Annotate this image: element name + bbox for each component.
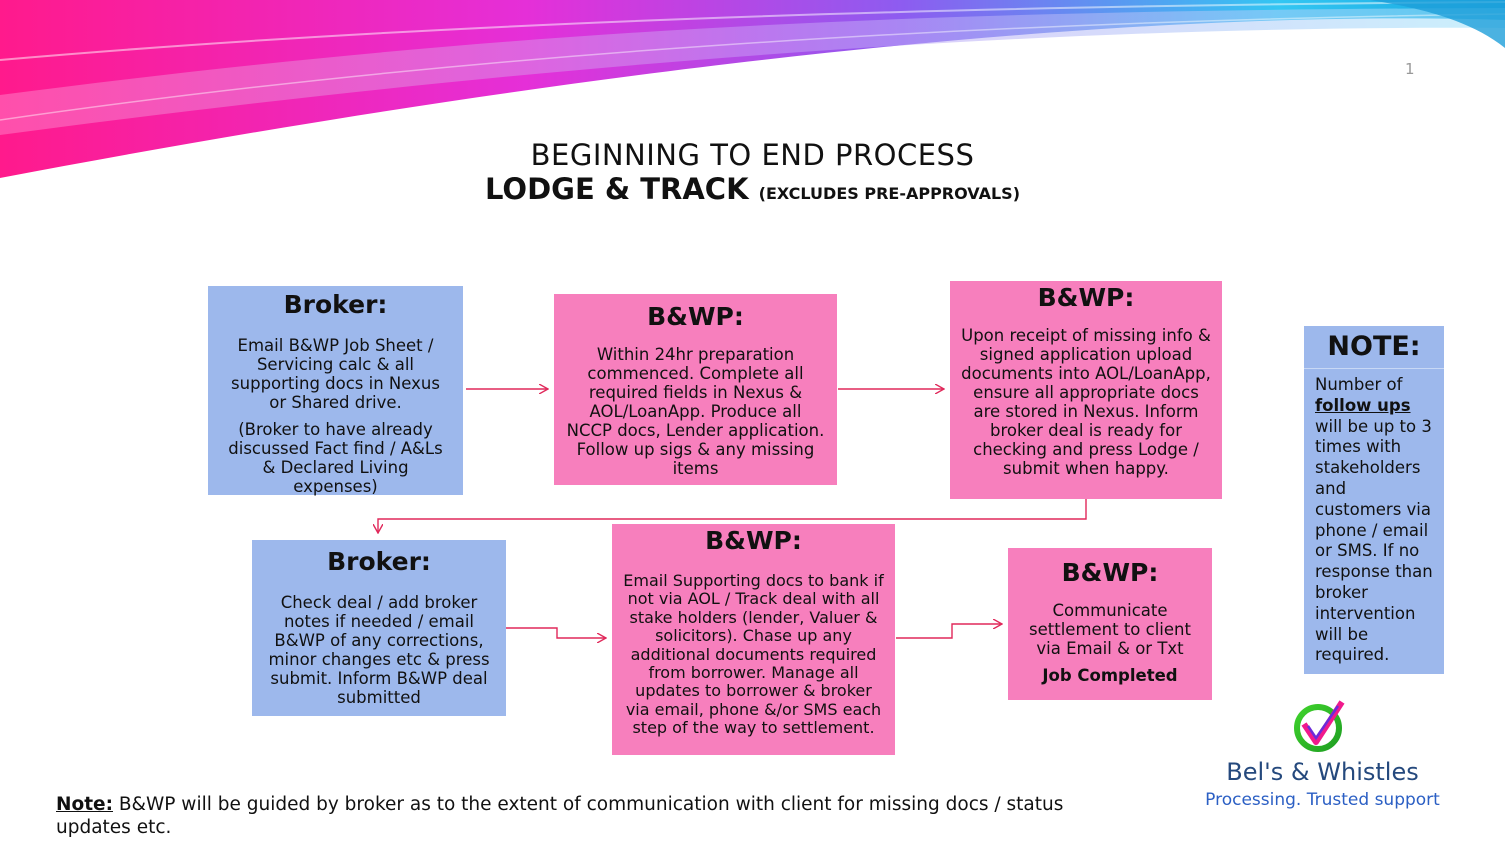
step-3-bwp-box: B&WP: Upon receipt of missing info & sig…: [950, 281, 1222, 499]
title-line-1: BEGINNING TO END PROCESS: [530, 138, 975, 172]
page-number: 1: [1405, 60, 1415, 78]
step-6-bwp-box: B&WP: Communicate settlement to client v…: [1008, 548, 1212, 700]
step-6-heading: B&WP:: [1061, 558, 1159, 587]
arrow-step5-to-step6: [896, 624, 1002, 639]
note-text-suffix: will be up to 3 times with stakeholders …: [1315, 416, 1433, 665]
header-swoosh: [0, 0, 1505, 178]
title-main: LODGE & TRACK: [484, 172, 749, 206]
step-2-bwp-box: B&WP: Within 24hr preparation commenced.…: [554, 294, 837, 485]
note-body: Number of follow ups will be up to 3 tim…: [1304, 369, 1444, 666]
title-line-2: LODGE & TRACK (EXCLUDES PRE-APPROVALS): [0, 172, 1505, 206]
step-5-heading: B&WP:: [705, 526, 802, 555]
note-box: NOTE: Number of follow ups will be up to…: [1304, 326, 1444, 674]
step-3-heading: B&WP:: [1037, 283, 1135, 312]
note-heading: NOTE:: [1304, 326, 1444, 369]
arrow-step4-to-step5: [506, 627, 606, 638]
step-5-text: Email Supporting docs to bank if not via…: [623, 571, 884, 738]
step-1-text: Email B&WP Job Sheet / Servicing calc & …: [231, 336, 440, 412]
logo-brand-name: Bel's & Whistles: [1226, 758, 1419, 786]
step-5-bwp-box: B&WP: Email Supporting docs to bank if n…: [612, 524, 895, 755]
step-4-heading: Broker:: [327, 547, 431, 576]
arrow-step3-to-step4: [378, 499, 1087, 533]
step-4-text: Check deal / add broker notes if needed …: [268, 593, 490, 707]
step-2-text: Within 24hr preparation commenced. Compl…: [566, 345, 825, 478]
footnote: Note: B&WP will be guided by broker as t…: [56, 793, 1136, 839]
note-text-prefix: Number of: [1315, 375, 1403, 394]
note-text-emphasis: follow ups: [1315, 395, 1411, 415]
step-3-text: Upon receipt of missing info & signed ap…: [961, 326, 1211, 478]
step-6-text: Communicate settlement to client via Ema…: [1029, 601, 1191, 658]
footnote-label: Note:: [56, 794, 113, 815]
checkmark-logo-icon: [1294, 700, 1345, 752]
step-2-heading: B&WP:: [647, 302, 744, 331]
step-1-heading: Broker:: [283, 290, 388, 319]
step-4-broker-box: Broker: Check deal / add broker notes if…: [252, 540, 506, 716]
step-1-text-2: (Broker to have already discussed Fact f…: [228, 420, 443, 496]
footnote-text: B&WP will be guided by broker as to the …: [56, 794, 1064, 838]
title-sub: (EXCLUDES PRE-APPROVALS): [758, 184, 1020, 203]
job-completed-label: Job Completed: [1042, 666, 1178, 685]
logo-tagline: Processing. Trusted support: [1205, 790, 1440, 810]
step-1-broker-box: Broker: Email B&WP Job Sheet / Servicing…: [208, 286, 463, 496]
